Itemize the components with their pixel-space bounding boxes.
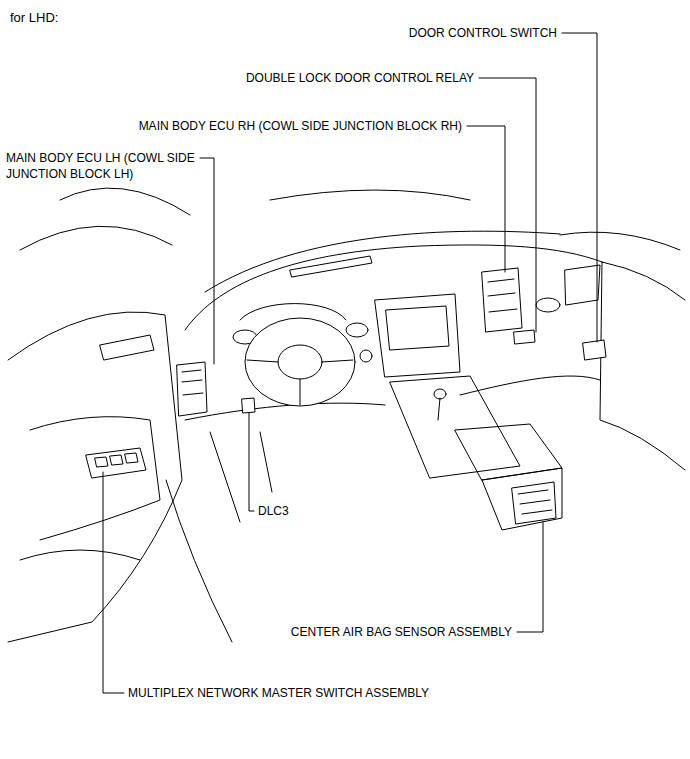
ecu-rh <box>482 268 522 332</box>
display <box>386 306 449 350</box>
center-console <box>390 376 520 478</box>
dashboard <box>185 245 602 330</box>
part-name: MAIN BODY ECU LH (COWL SIDE JUNCTION BLO… <box>6 150 198 182</box>
window-frame <box>20 226 172 250</box>
page-heading: for LHD: <box>10 10 58 26</box>
part-name: DLC3 <box>258 503 289 519</box>
leader-line <box>467 126 505 272</box>
leader-line <box>479 78 536 332</box>
cluster-hood <box>240 304 346 321</box>
door-trim <box>30 417 160 540</box>
leader-line <box>103 472 124 693</box>
part-name: MAIN BODY ECU RH (COWL SIDE JUNCTION BLO… <box>139 118 462 134</box>
defroster <box>290 256 372 277</box>
sensor-detail <box>518 490 552 514</box>
leader-line <box>249 413 254 511</box>
door-handle <box>565 265 600 305</box>
center-stack <box>375 294 460 377</box>
window-frame <box>560 232 680 250</box>
ecu-detail <box>488 279 517 312</box>
part-name: MULTIPLEX NETWORK MASTER SWITCH ASSEMBLY <box>128 685 429 701</box>
leader-line <box>200 158 214 364</box>
steering-spoke <box>247 360 353 405</box>
windshield-edge <box>270 190 470 200</box>
door-handle <box>100 335 154 360</box>
part-name: DOUBLE LOCK DOOR CONTROL RELAY <box>246 70 474 86</box>
switch-buttons <box>95 453 138 467</box>
dlc3-connector <box>242 398 255 413</box>
ecu-lh <box>177 362 207 416</box>
air-vent <box>536 298 560 312</box>
steering-wheel <box>245 318 355 406</box>
console-box <box>482 468 562 530</box>
part-name: CENTER AIR BAG SENSOR ASSEMBLY <box>291 624 512 640</box>
shift-knob <box>434 389 446 399</box>
left-door <box>8 312 182 642</box>
door-lock-relay <box>514 330 535 344</box>
ecu-detail <box>182 370 203 395</box>
leader-line <box>562 33 597 342</box>
part-name: DOOR CONTROL SWITCH <box>409 25 557 41</box>
door-control-switch <box>583 340 606 360</box>
right-door <box>600 262 685 470</box>
airbag-sensor <box>512 482 556 524</box>
leader-line <box>517 522 543 632</box>
steering-hub <box>278 345 322 379</box>
armrest <box>455 424 562 480</box>
window-frame <box>60 188 190 215</box>
door-pocket <box>20 550 140 560</box>
master-switch <box>86 448 146 478</box>
dashboard-lower <box>460 376 600 395</box>
floor-line <box>166 432 272 642</box>
shift-lever <box>438 398 440 420</box>
air-vent <box>346 323 368 337</box>
knob <box>360 350 372 362</box>
dashboard-lower <box>185 403 385 420</box>
